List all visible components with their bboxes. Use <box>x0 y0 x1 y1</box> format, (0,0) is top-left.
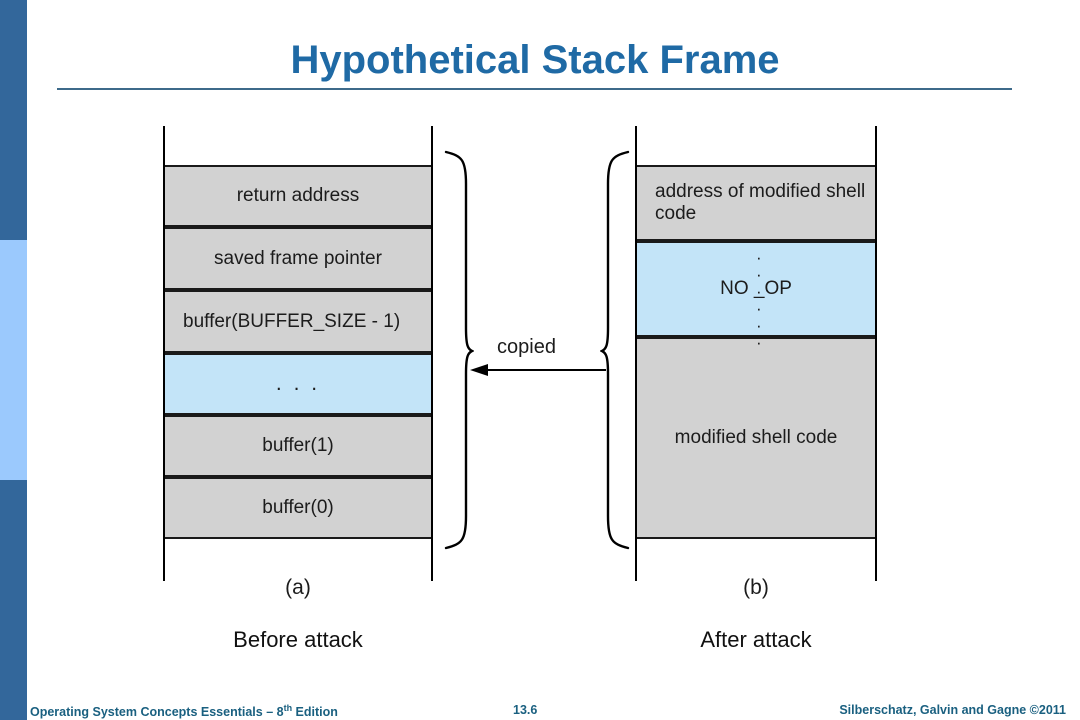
left-curly-brace <box>444 150 474 550</box>
panel-b-cell-modified-shell-code: modified shell code <box>637 337 875 539</box>
panel-b-cell-no-op: NO _OP · · · · · · <box>637 241 875 352</box>
right-curly-brace <box>600 150 630 550</box>
footer-copyright: Silberschatz, Galvin and Gagne ©2011 <box>839 703 1066 717</box>
panel-a-cell-buffer-size-minus-1: buffer(BUFFER_SIZE - 1) <box>165 290 431 353</box>
copied-arrow-left <box>470 364 606 376</box>
title-underline-rule <box>57 88 1012 90</box>
panel-b-cell-no-op-label: NO _OP <box>720 278 792 300</box>
before-attack-label: Before attack <box>233 627 363 652</box>
footer-edition-text: Operating System Concepts Essentials – 8… <box>30 703 338 719</box>
footer-edition-tail: Edition <box>292 705 338 720</box>
panel-b-cell-address-of-modified-shell-code: address of modified shell code <box>637 165 875 241</box>
footer-edition-main: Operating System Concepts Essentials – 8 <box>30 705 284 720</box>
footer-edition-ordinal: th <box>283 703 293 713</box>
after-attack-label: After attack <box>700 627 812 652</box>
footer-slide-number: 13.6 <box>513 703 538 717</box>
panel-a-cell-buffer-1: buffer(1) <box>165 415 431 477</box>
vertical-dots-decoration: · · · · · · <box>756 248 762 352</box>
panel-b-caption: (b) <box>743 576 769 599</box>
panel-b-left-rail <box>635 126 637 581</box>
panel-a-cell-ellipsis: . . . <box>165 353 431 415</box>
page-title: Hypothetical Stack Frame <box>290 38 780 82</box>
panel-a-left-rail <box>163 126 165 581</box>
stack-frame-diagram: return address saved frame pointer buffe… <box>163 126 877 599</box>
sidebar-segment-middle <box>0 240 27 480</box>
copied-label: copied <box>497 336 556 358</box>
panel-a-caption: (a) <box>285 576 311 599</box>
sidebar-segment-bottom <box>0 480 27 720</box>
sidebar-segment-top <box>0 0 27 240</box>
panel-a-cell-buffer-0: buffer(0) <box>165 477 431 539</box>
panel-b-right-rail <box>875 126 877 581</box>
panel-a-cell-return-address: return address <box>165 165 431 227</box>
panel-a-cell-saved-frame-pointer: saved frame pointer <box>165 227 431 290</box>
decorative-sidebar <box>0 0 27 720</box>
panel-a-right-rail <box>431 126 433 581</box>
